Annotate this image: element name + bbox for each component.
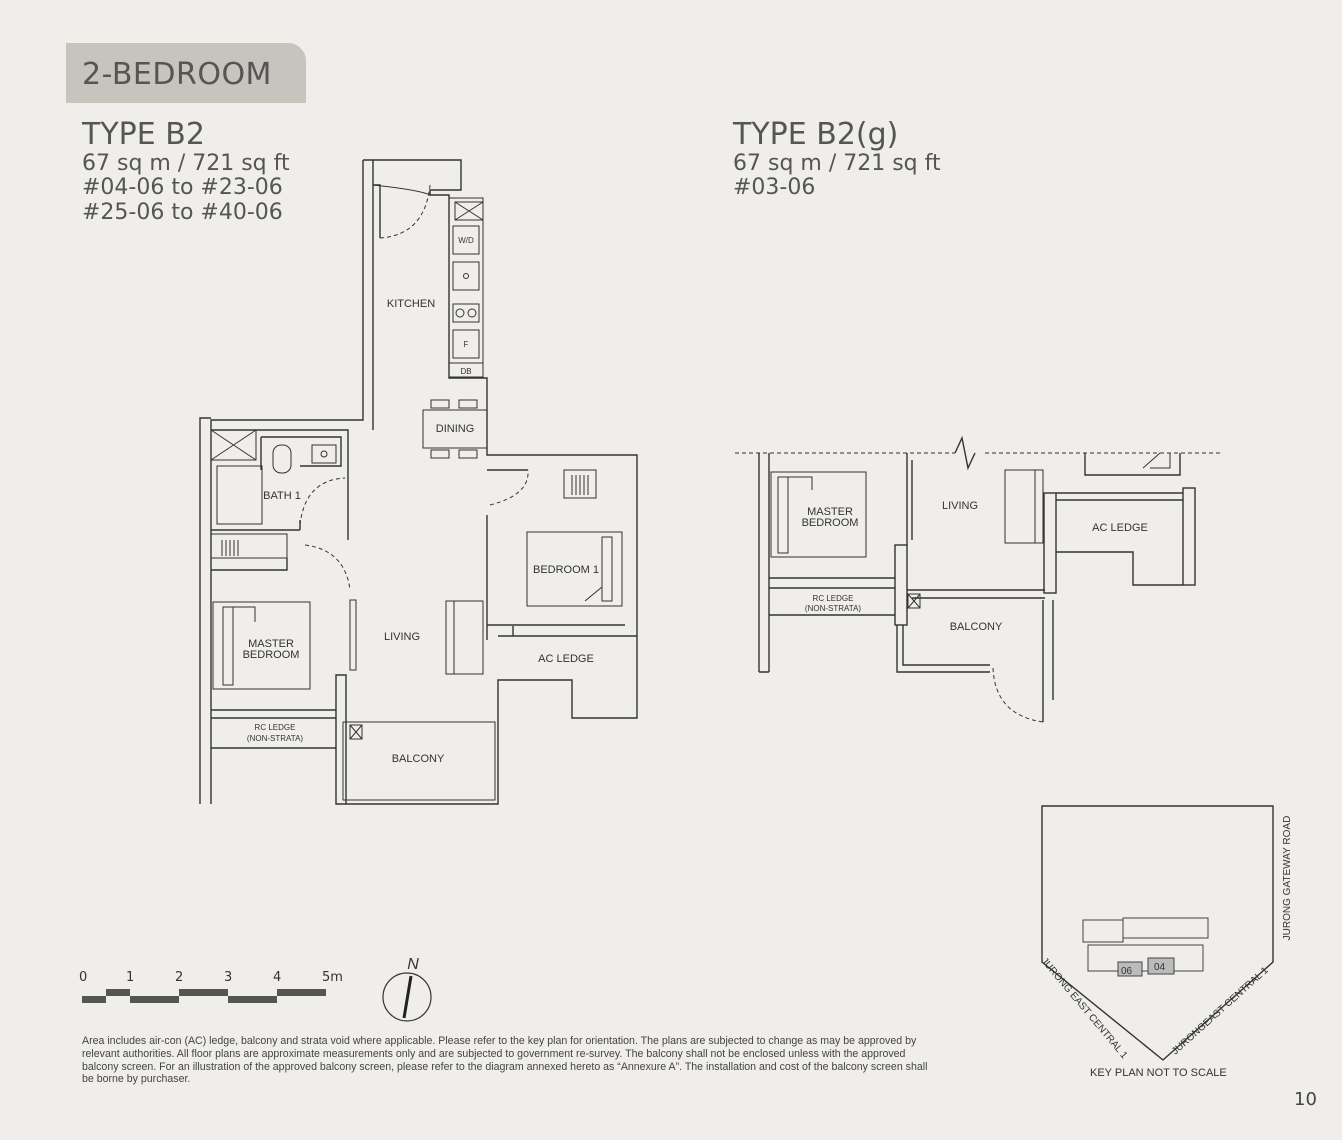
road-right-label: JURONG GATEWAY ROAD — [1282, 816, 1293, 941]
type-b2-area: 67 sq m / 721 sq ft — [82, 150, 290, 176]
north-arrow-icon — [382, 972, 432, 1022]
fridge-label: F — [464, 340, 469, 349]
balcony-label: BALCONY — [392, 753, 445, 765]
bedroom1-label: BEDROOM 1 — [533, 564, 599, 576]
scale-tick-1: 1 — [126, 970, 135, 985]
type-b2g-title: TYPE B2(g) — [733, 117, 899, 152]
road-left-label: JURONG EAST CENTRAL 1 — [1038, 956, 1129, 1062]
wd-label: W/D — [458, 236, 474, 245]
db-label: DB — [460, 367, 471, 376]
type-b2g-header: TYPE B2(g) 67 sq m / 721 sq ft #03-06 — [733, 118, 941, 201]
master-bedroom-label-2: BEDROOM — [243, 649, 300, 661]
b2g-master-bedroom-label-1: MASTER — [807, 506, 853, 518]
type-b2g-units-1: #03-06 — [733, 175, 816, 201]
b2g-living-label: LIVING — [942, 500, 978, 512]
type-b2-header: TYPE B2 67 sq m / 721 sq ft #04-06 to #2… — [82, 118, 290, 225]
kitchen-label: KITCHEN — [387, 298, 435, 310]
ac-ledge-label: AC LEDGE — [538, 653, 594, 665]
disclaimer-text: Area includes air-con (AC) ledge, balcon… — [82, 1035, 928, 1086]
scale-bar — [82, 989, 326, 1003]
type-b2-units-2: #25-06 to #40-06 — [82, 199, 283, 225]
key-plan — [1041, 805, 1274, 1061]
category-tab-label: 2-BEDROOM — [82, 57, 272, 92]
key-plan-caption: KEY PLAN NOT TO SCALE — [1090, 1067, 1227, 1079]
north-label: N — [407, 956, 419, 973]
scale-tick-4: 4 — [273, 970, 282, 985]
b2g-balcony-label: BALCONY — [950, 621, 1003, 633]
scale-tick-0: 0 — [79, 970, 88, 985]
master-bedroom-label-1: MASTER — [248, 638, 294, 650]
rc-ledge-label-2: (NON-STRATA) — [247, 734, 303, 743]
category-tab: 2-BEDROOM — [66, 43, 306, 103]
b2g-rc-ledge-label-2: (NON-STRATA) — [805, 604, 861, 613]
type-b2g-area: 67 sq m / 721 sq ft — [733, 150, 941, 176]
type-b2g-floor-plan — [735, 435, 1220, 723]
key-unit-a-label: 06 — [1121, 966, 1133, 977]
key-unit-b-label: 04 — [1154, 962, 1166, 973]
plan-outer-wall — [199, 159, 638, 805]
type-b2-floor-plan — [199, 159, 638, 805]
rc-ledge-label-1: RC LEDGE — [255, 723, 296, 732]
scale-tick-3: 3 — [224, 970, 233, 985]
b2g-ac-ledge-label: AC LEDGE — [1092, 522, 1148, 534]
page-number: 10 — [1294, 1089, 1317, 1110]
type-b2-units-1: #04-06 to #23-06 — [82, 175, 283, 201]
bath1-label: BATH 1 — [263, 490, 301, 502]
b2g-rc-ledge-label-1: RC LEDGE — [813, 594, 854, 603]
type-b2-title: TYPE B2 — [82, 117, 205, 152]
living-label: LIVING — [384, 631, 420, 643]
scale-tick-2: 2 — [175, 970, 184, 985]
dining-label: DINING — [436, 423, 475, 435]
scale-tick-5m: 5m — [322, 970, 343, 985]
b2g-master-bedroom-label-2: BEDROOM — [802, 517, 859, 529]
road-bottom-label: JURONGEAST CENTRAL 1 — [1170, 965, 1271, 1057]
